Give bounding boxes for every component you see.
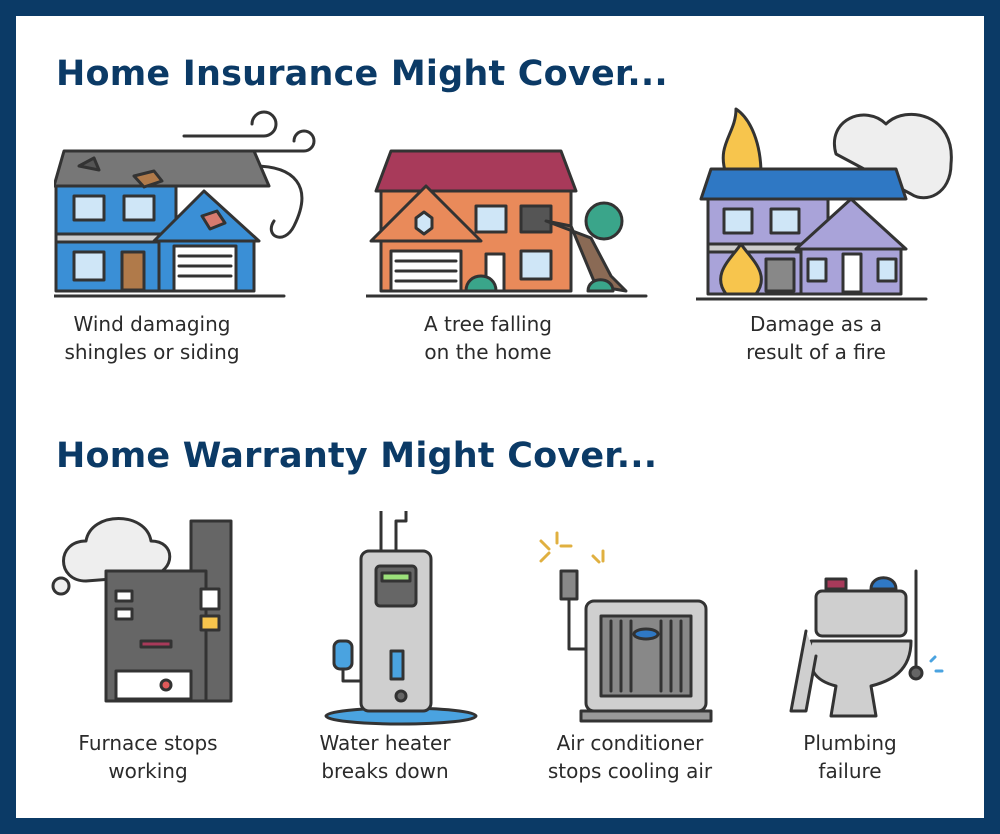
caption-line: Water heater bbox=[319, 731, 451, 755]
caption-line: A tree falling bbox=[424, 312, 552, 336]
caption-line: Plumbing bbox=[803, 731, 897, 755]
tree-fallen-house-icon bbox=[366, 149, 648, 298]
insurance-heading: Home Insurance Might Cover... bbox=[56, 54, 668, 94]
caption-line: Furnace stops bbox=[78, 731, 218, 755]
caption-plumbing: Plumbing failure bbox=[730, 729, 970, 785]
caption-line: stops cooling air bbox=[547, 759, 713, 783]
caption-air-conditioner: Air conditioner stops cooling air bbox=[510, 729, 750, 785]
house-fire-icon bbox=[696, 107, 953, 301]
caption-line: result of a fire bbox=[746, 340, 886, 364]
caption-water-heater: Water heater breaks down bbox=[265, 729, 505, 785]
infographic-panel: Home Insurance Might Cover... bbox=[16, 16, 984, 818]
toilet-icon bbox=[789, 569, 944, 718]
warranty-heading: Home Warranty Might Cover... bbox=[56, 436, 658, 476]
caption-line: Air conditioner bbox=[556, 731, 704, 755]
wind-damaged-house-icon bbox=[54, 110, 316, 298]
caption-line: working bbox=[108, 759, 188, 783]
caption-tree: A tree falling on the home bbox=[368, 310, 608, 366]
caption-wind: Wind damaging shingles or siding bbox=[32, 310, 272, 366]
caption-line: failure bbox=[818, 759, 882, 783]
caption-fire: Damage as a result of a fire bbox=[696, 310, 936, 366]
furnace-icon bbox=[51, 517, 233, 703]
caption-line: on the home bbox=[424, 340, 552, 364]
caption-line: Wind damaging bbox=[73, 312, 231, 336]
caption-line: shingles or siding bbox=[64, 340, 240, 364]
caption-line: breaks down bbox=[321, 759, 449, 783]
caption-line: Damage as a bbox=[749, 312, 883, 336]
caption-furnace: Furnace stops working bbox=[28, 729, 268, 785]
water-heater-icon bbox=[324, 511, 478, 726]
air-conditioner-icon bbox=[539, 531, 713, 723]
